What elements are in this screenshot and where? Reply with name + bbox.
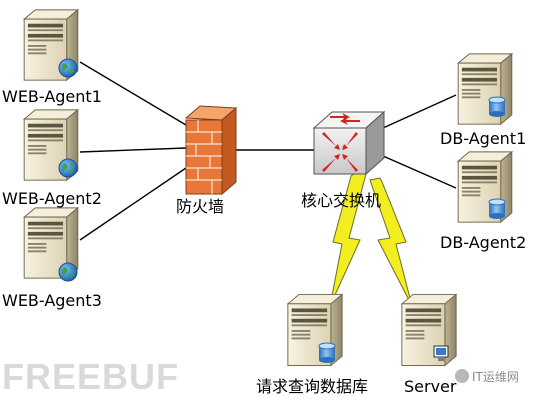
query-db-label: 请求查询数据库: [256, 377, 369, 396]
db-agent-1-label: DB-Agent1: [440, 129, 527, 148]
globe-icon: [58, 158, 78, 178]
web-agent-1-server: [23, 9, 79, 81]
computer-icon: [433, 345, 449, 361]
web-agent-3-label: WEB-Agent3: [2, 291, 102, 310]
database-cylinder-icon: [488, 96, 506, 118]
it-ops-watermark-text: IT运维网: [472, 370, 519, 384]
web-agent-2-label: WEB-Agent2: [2, 189, 102, 208]
db-agent-2-label: DB-Agent2: [440, 233, 527, 252]
brick-wall-icon: [184, 105, 238, 196]
db-agent-2-server: [457, 151, 513, 223]
database-cylinder-icon: [488, 198, 506, 220]
network-switch-icon: [312, 110, 386, 176]
web-agent-1-label: WEB-Agent1: [2, 87, 102, 106]
admin-server: [401, 293, 457, 367]
web-agent-3-server: [23, 207, 79, 282]
firewall-label: 防火墙: [176, 197, 225, 216]
server-label: Server: [404, 377, 457, 396]
link-web3-firewall: [79, 167, 187, 241]
query-database-server: [287, 293, 343, 367]
core-switch-label: 核心交换机: [301, 191, 382, 210]
link-web2-firewall: [79, 147, 187, 153]
it-ops-watermark: IT运维网: [455, 368, 519, 385]
freebuf-watermark: FREEBUF: [2, 356, 179, 397]
link-web1-firewall: [79, 61, 187, 126]
link-switch-db1: [382, 94, 457, 129]
globe-icon: [58, 262, 78, 282]
watermark-logo-icon: [455, 369, 469, 383]
db-agent-1-server: [457, 53, 513, 125]
connection-lines: [79, 61, 457, 241]
database-cylinder-icon: [318, 342, 336, 364]
globe-icon: [58, 58, 78, 78]
web-agent-2-server: [23, 109, 79, 181]
link-switch-db2: [382, 155, 457, 189]
